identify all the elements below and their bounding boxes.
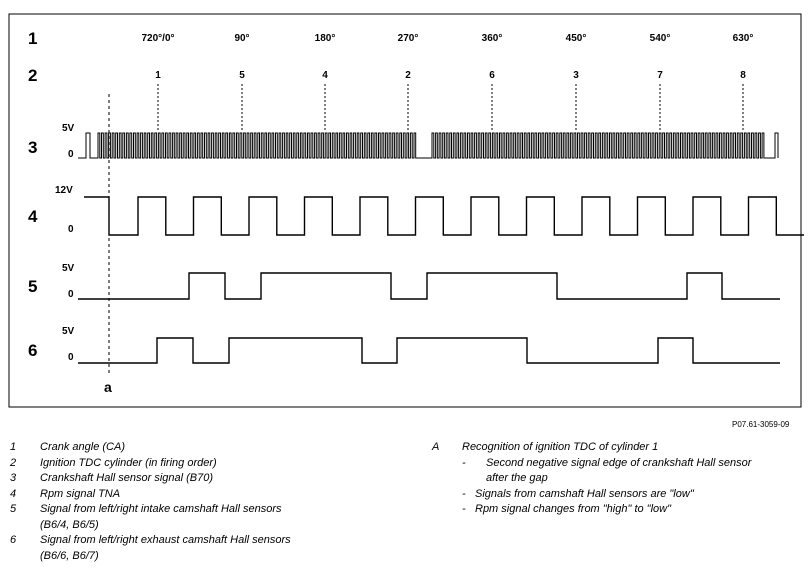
- legend-recognition: A Recognition of ignition TDC of cylinde…: [432, 440, 802, 518]
- legend-item: 5 Signal from left/right intake camshaft…: [10, 502, 420, 533]
- legend-text: Signal from left/right exhaust camshaft …: [40, 533, 420, 564]
- firing-order-label: 2: [405, 70, 411, 81]
- firing-order-label: 3: [573, 70, 579, 81]
- firing-order-label: 1: [155, 70, 161, 81]
- legend-number: 5: [10, 503, 17, 515]
- crank-angle-label: 90°: [234, 33, 249, 44]
- legend-text: Crank angle (CA): [40, 441, 125, 453]
- legend-a-title: Recognition of ignition TDC of cylinder …: [462, 441, 659, 453]
- legend-number: 3: [10, 472, 17, 484]
- firing-order-label: 8: [740, 70, 746, 81]
- row6-high-label: 5V: [62, 326, 75, 337]
- legend-a-item: - Signals from camshaft Hall sensors are…: [432, 487, 802, 503]
- legend-number: 2: [10, 456, 17, 469]
- crank-angle-labels: 720°/0° 90° 180° 270° 360° 450° 540° 630°: [141, 33, 753, 44]
- legend-a-letter: A: [432, 441, 440, 453]
- legend-number: 4: [10, 487, 17, 500]
- legend-text-line2: (B6/6, B6/7): [40, 549, 99, 562]
- firing-order-labels: 1 5 4 2 6 3 7 8: [155, 70, 746, 81]
- legend-item: 2 Ignition TDC cylinder (in firing order…: [10, 456, 420, 472]
- crank-angle-label: 360°: [482, 33, 503, 44]
- firing-order-label: 4: [322, 70, 328, 81]
- row5-low-label: 0: [68, 289, 74, 300]
- legend-a-text-line2: after the gap: [486, 472, 548, 484]
- intake-camshaft-signal: [78, 272, 780, 300]
- crank-angle-label: 720°/0°: [141, 33, 174, 44]
- row4-high-label: 12V: [55, 185, 73, 196]
- legend-item: 4 Rpm signal TNA: [10, 487, 420, 503]
- legend-text-line2: (B6/4, B6/5): [40, 518, 99, 531]
- rpm-signal: [84, 196, 804, 236]
- crankshaft-hall-signal: [78, 132, 779, 159]
- marker-a-label: a: [104, 379, 112, 395]
- row-number-3: 3: [28, 138, 37, 157]
- legend-a-item: - Second negative signal edge of cranksh…: [432, 456, 802, 487]
- legend-a-text: Second negative signal edge of crankshaf…: [486, 456, 751, 487]
- row-number-4: 4: [28, 207, 38, 226]
- legend-number: 1: [10, 441, 17, 453]
- legend-a-dash: -: [462, 503, 466, 515]
- legend: 1 Crank angle (CA) 2 Ignition TDC cylind…: [10, 440, 420, 564]
- row-number-5: 5: [28, 277, 37, 296]
- legend-a-heading: A Recognition of ignition TDC of cylinde…: [432, 440, 802, 456]
- legend-item: 1 Crank angle (CA): [10, 440, 420, 456]
- legend-item: 3 Crankshaft Hall sensor signal (B70): [10, 471, 420, 487]
- legend-text: Rpm signal TNA: [40, 487, 121, 500]
- crank-angle-label: 450°: [566, 33, 587, 44]
- legend-text-line1: Signal from left/right exhaust camshaft …: [40, 534, 291, 546]
- row5-high-label: 5V: [62, 263, 75, 274]
- crank-angle-label: 270°: [398, 33, 419, 44]
- firing-order-label: 6: [489, 70, 495, 81]
- legend-a-text: Rpm signal changes from "high" to "low": [475, 503, 671, 515]
- legend-a-text: Signals from camshaft Hall sensors are "…: [475, 487, 694, 500]
- row-number-1: 1: [28, 29, 37, 48]
- legend-item: 6 Signal from left/right exhaust camshaf…: [10, 533, 420, 564]
- row-number-2: 2: [28, 66, 37, 85]
- row4-low-label: 0: [68, 224, 74, 235]
- row-number-6: 6: [28, 341, 37, 360]
- exhaust-camshaft-signal: [78, 337, 780, 364]
- tdc-dashed-lines: [157, 84, 744, 132]
- legend-text: Crankshaft Hall sensor signal (B70): [40, 472, 214, 484]
- legend-a-text-line1: Second negative signal edge of crankshaf…: [486, 456, 752, 469]
- figure-reference: P07.61-3059-09: [732, 420, 790, 429]
- row3-low-label: 0: [68, 149, 74, 160]
- firing-order-label: 7: [657, 70, 663, 81]
- crank-angle-label: 540°: [650, 33, 671, 44]
- diagram-frame: [8, 13, 802, 408]
- row6-low-label: 0: [68, 352, 74, 363]
- legend-text: Ignition TDC cylinder (in firing order): [40, 456, 217, 469]
- legend-a-item: - Rpm signal changes from "high" to "low…: [432, 502, 802, 518]
- legend-a-dash: -: [462, 487, 466, 500]
- legend-text: Signal from left/right intake camshaft H…: [40, 502, 420, 533]
- legend-number: 6: [10, 534, 17, 546]
- row3-high-label: 5V: [62, 123, 75, 134]
- legend-text-line1: Signal from left/right intake camshaft H…: [40, 503, 282, 515]
- crank-angle-label: 630°: [733, 33, 754, 44]
- legend-a-dash: -: [462, 456, 466, 469]
- crank-angle-label: 180°: [315, 33, 336, 44]
- firing-order-label: 5: [239, 70, 245, 81]
